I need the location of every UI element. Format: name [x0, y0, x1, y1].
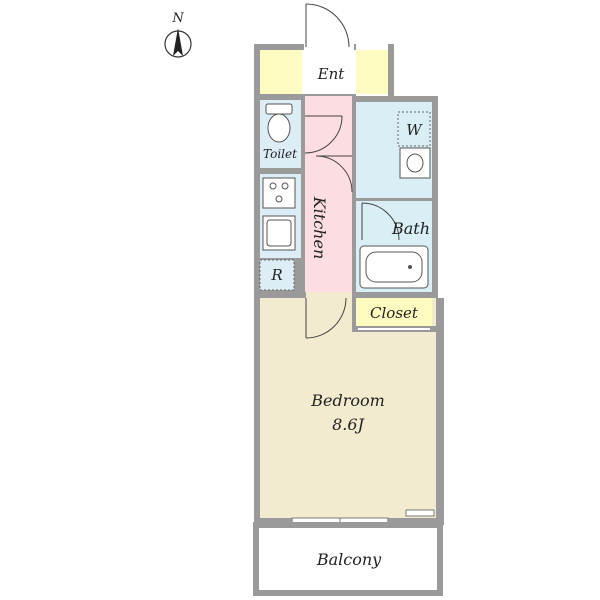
bedroom-floor: [260, 298, 436, 518]
entrance-wall-right: [388, 44, 394, 96]
refrigerator-label: R: [270, 266, 282, 284]
bedroom-closet-fill: [356, 298, 432, 326]
toilet-label: Toilet: [263, 147, 297, 161]
toilet-door-icon: [304, 115, 343, 154]
washer-label: W: [406, 121, 423, 139]
bath-label: Bath: [391, 219, 430, 238]
entrance-storage-left: [260, 50, 302, 94]
bedroom-closet-wall: [352, 298, 356, 332]
entrance-label: Ent: [317, 65, 346, 83]
washbasin-icon: [399, 147, 431, 179]
stove-icon: [262, 177, 296, 209]
bedroom-door-icon: [305, 292, 352, 339]
ac-unit-icon: [405, 509, 435, 517]
washer-space: [397, 111, 431, 147]
entrance-storage-right: [356, 50, 388, 94]
balcony-label: Balcony: [316, 550, 382, 569]
kitchen-floor: [305, 96, 352, 292]
washroom-bath-divider: [356, 198, 432, 201]
entrance-floor: [302, 50, 356, 94]
sink-icon: [262, 215, 296, 251]
bedroom-size: 8.6J: [332, 415, 365, 434]
balcony-floor: [253, 522, 443, 596]
bath-door-icon: [315, 155, 353, 193]
closet-label: Closet: [370, 304, 419, 322]
compass-needle-icon: [173, 28, 183, 56]
refrigerator-space: [259, 259, 295, 291]
bedroom-label: Bedroom: [310, 391, 385, 410]
north-compass: N: [164, 11, 192, 58]
bathtub-icon: [359, 245, 429, 289]
compass-label: N: [171, 11, 184, 26]
bath-door-inner-icon: [361, 202, 400, 241]
kitchen-label: Kitchen: [310, 196, 329, 260]
entrance-door-icon: [304, 3, 354, 50]
toilet-bowl-icon: [265, 103, 293, 143]
